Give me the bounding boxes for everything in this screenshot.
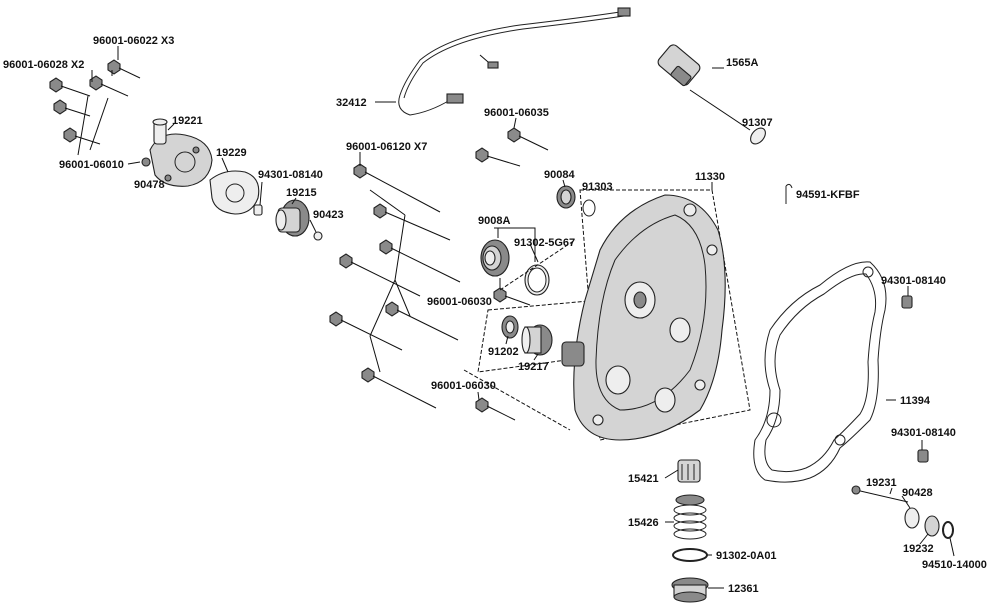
label-90084: 90084 (544, 169, 575, 181)
label-94301-08140-r2: 94301-08140 (891, 427, 956, 439)
bolt-icon (361, 367, 437, 409)
label-19229: 19229 (216, 147, 247, 159)
washer-icon (141, 157, 151, 167)
wire-harness-icon (398, 7, 631, 116)
bolt-icon (329, 311, 403, 351)
o-ring-icon (750, 127, 766, 145)
label-15426: 15426 (628, 517, 659, 529)
gasket-icon (209, 170, 260, 215)
bolt-icon (49, 77, 91, 97)
dowel-pin-icon (901, 295, 913, 309)
dowel-pin-icon (917, 449, 929, 463)
bearing-icon (501, 315, 519, 339)
label-91202: 91202 (488, 346, 519, 358)
washer-icon (904, 507, 920, 529)
label-94301-08140-r1: 94301-08140 (881, 275, 946, 287)
bolt-icon (107, 59, 141, 79)
circlip-icon (942, 521, 954, 539)
o-ring-icon (672, 548, 708, 562)
long-bolts-group (329, 163, 461, 409)
label-91302-0A01: 91302-0A01 (716, 550, 777, 562)
label-90478: 90478 (134, 179, 165, 191)
bearing-icon (521, 324, 553, 356)
label-19221: 19221 (172, 115, 203, 127)
label-96001-06120: 96001-06120 X7 (346, 141, 427, 153)
label-9008A: 9008A (478, 215, 510, 227)
spring-plug-icon (556, 185, 576, 209)
label-96001-06030-a: 96001-06030 (427, 296, 492, 308)
label-1565A: 1565A (726, 57, 758, 69)
label-11330: 11330 (695, 171, 725, 183)
label-94591-KFBF: 94591-KFBF (796, 189, 860, 201)
bolt-icon (339, 253, 421, 297)
oil-seal-icon (480, 239, 510, 277)
small-pin-icon (785, 183, 793, 204)
bolt-icon (475, 147, 521, 167)
cover-gasket-icon (753, 261, 887, 483)
label-15421: 15421 (628, 473, 659, 485)
label-96001-06022: 96001-06022 X3 (93, 35, 174, 47)
label-96001-06028: 96001-06028 X2 (3, 59, 84, 71)
label-11394: 11394 (900, 395, 931, 407)
label-19231: 19231 (866, 477, 897, 489)
label-96001-06010: 96001-06010 (59, 159, 124, 171)
bolt-icon (373, 203, 451, 241)
label-94510-14000: 94510-14000 (922, 559, 987, 571)
bolt-icon (493, 287, 531, 306)
dowel-pin-icon (253, 204, 263, 216)
bolt-icon (89, 75, 129, 97)
drain-plug-icon (671, 577, 709, 603)
bolt-icon (507, 127, 549, 151)
bolt-icon (353, 163, 441, 213)
washer-icon (313, 231, 323, 241)
label-90428: 90428 (902, 487, 933, 499)
label-90423: 90423 (313, 209, 344, 221)
pump-shaft-icon (851, 485, 909, 503)
water-pump-cover-icon (149, 118, 213, 187)
label-96001-06035: 96001-06035 (484, 107, 549, 119)
bolt-icon (53, 99, 91, 117)
bolt-icon (475, 397, 516, 421)
label-91302-5G67: 91302-5G67 (514, 237, 575, 249)
label-94301-08140-top: 94301-08140 (258, 169, 323, 181)
oil-dipstick-icon (657, 44, 751, 131)
label-12361: 12361 (728, 583, 759, 595)
bolt-icon (63, 127, 101, 145)
label-32412: 32412 (336, 97, 367, 109)
o-ring-icon (582, 199, 596, 217)
spring-icon (673, 494, 707, 540)
label-19217: 19217 (518, 361, 549, 373)
label-19215: 19215 (286, 187, 317, 199)
label-19232: 19232 (903, 543, 934, 555)
label-91307: 91307 (742, 117, 773, 129)
crankcase-cover-icon (561, 194, 726, 441)
oil-strainer-icon (677, 459, 701, 483)
label-91303: 91303 (582, 181, 613, 193)
bolt-96001-06022-group (49, 59, 141, 145)
label-96001-06030-b: 96001-06030 (431, 380, 496, 392)
washer-icon (924, 515, 940, 537)
bolt-icon (385, 301, 459, 341)
bolt-icon (379, 239, 461, 283)
impeller-icon (275, 199, 310, 237)
